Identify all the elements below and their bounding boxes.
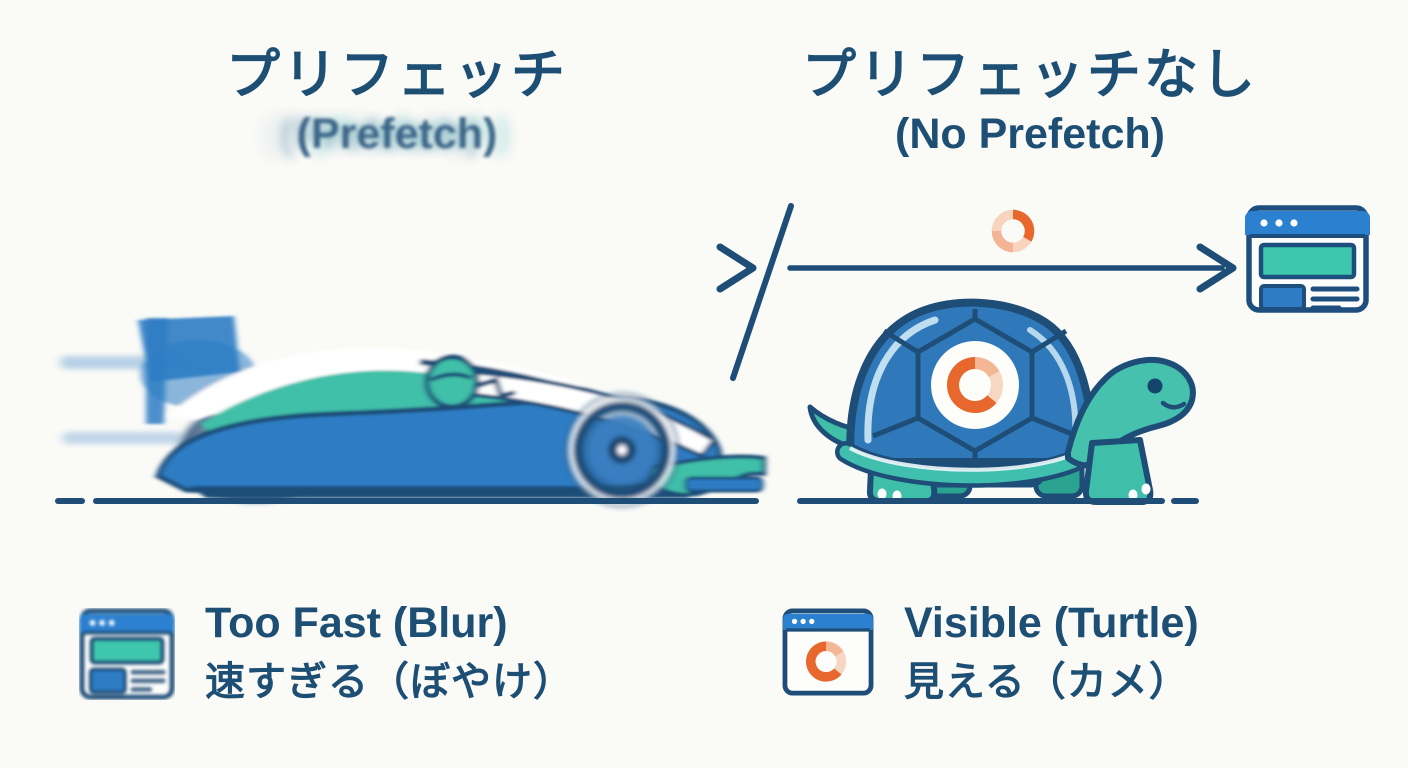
car-body bbox=[138, 316, 766, 498]
visible-caption-japanese: 見える（カメ） bbox=[904, 659, 1190, 704]
legend-too-fast: Too Fast (Blur) 速すぎる（ぼやけ） bbox=[79, 598, 574, 706]
loading-spinner-icon bbox=[991, 209, 1035, 253]
too-fast-caption-english: Too Fast (Blur) bbox=[205, 599, 508, 647]
front-wheel bbox=[564, 392, 680, 508]
legend-visible: Visible (Turtle) 見える（カメ） bbox=[782, 598, 1199, 706]
browser-blur-icon bbox=[79, 608, 175, 705]
arrow-right-icon bbox=[1196, 243, 1237, 293]
prefetch-title-block: プリフェッチ (Prefetch) bbox=[157, 44, 637, 158]
too-fast-caption-japanese: 速すぎる（ぼやけ） bbox=[205, 659, 574, 704]
arrow-right-icon bbox=[716, 243, 757, 293]
timeline-arrows bbox=[362, 203, 1237, 381]
shell-loading-spinner-icon bbox=[931, 341, 1019, 429]
turtle-eye bbox=[1147, 378, 1163, 394]
race-car-illustration bbox=[53, 304, 766, 541]
turtle-illustration bbox=[797, 298, 1199, 505]
visible-caption-english: Visible (Turtle) bbox=[904, 599, 1199, 647]
driver-helmet bbox=[424, 354, 480, 410]
browser-window-icon bbox=[1245, 205, 1370, 313]
shell-plate-lines bbox=[872, 309, 1078, 461]
no-prefetch-title-block: プリフェッチなし (No Prefetch) bbox=[790, 44, 1270, 158]
no-prefetch-title-english: (No Prefetch) bbox=[895, 110, 1165, 159]
no-prefetch-title-japanese: プリフェッチなし bbox=[802, 45, 1258, 105]
slash-divider bbox=[730, 203, 794, 381]
browser-loading-icon bbox=[782, 608, 874, 701]
prefetch-title-english: (Prefetch) bbox=[296, 110, 498, 159]
prefetch-title-japanese: プリフェッチ bbox=[226, 45, 568, 105]
